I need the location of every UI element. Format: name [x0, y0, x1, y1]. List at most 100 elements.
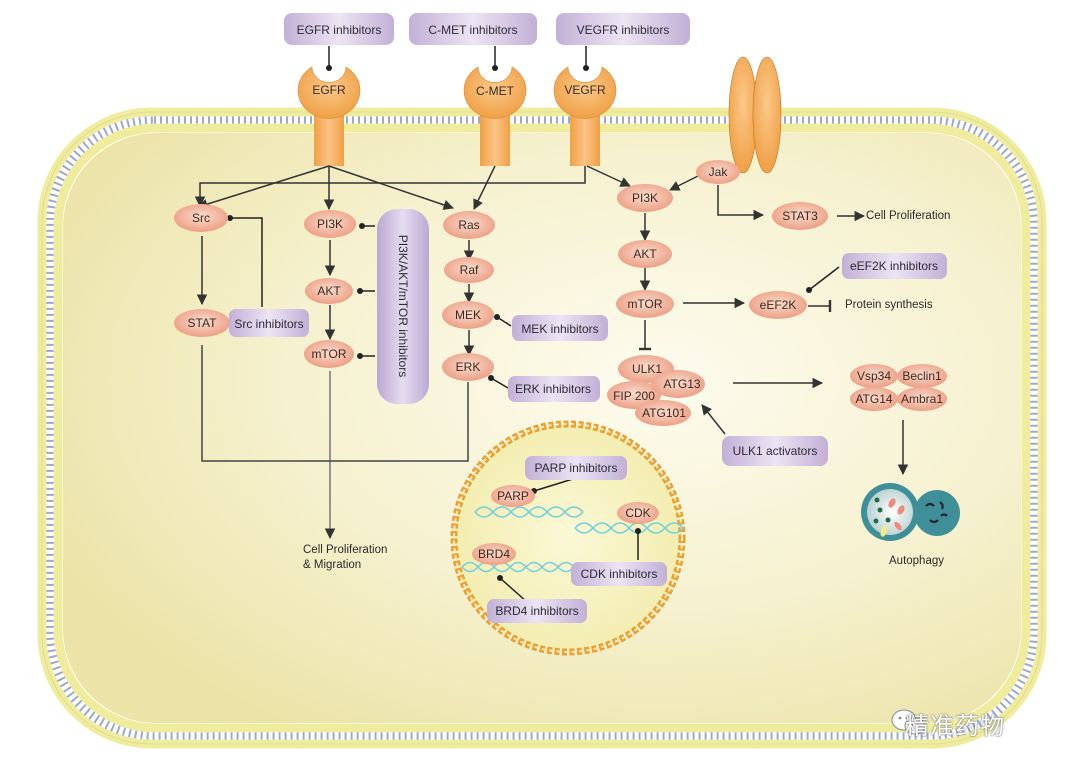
node-akt-right[interactable]: AKT: [618, 240, 672, 268]
eef2k-inhibitors-label: eEF2K inhibitors: [850, 259, 938, 273]
node-akt-left[interactable]: AKT: [305, 278, 353, 304]
ras-label: Ras: [458, 218, 479, 232]
fip200-label: FIP 200: [613, 389, 655, 403]
watermark-text: 精准药物: [905, 712, 1005, 740]
node-beclin1: [897, 364, 947, 388]
eef2k-label: eEF2K: [760, 298, 797, 312]
erk-label: ERK: [456, 360, 481, 374]
autophagosome-icon: [861, 483, 960, 541]
node-mek[interactable]: MEK: [442, 301, 494, 329]
src-inhibitors-label: Src inhibitors: [234, 317, 303, 331]
cmet-inhibitors-label: C-MET inhibitors: [428, 23, 517, 37]
erk-inhibitors-label: ERK inhibitors: [515, 382, 591, 396]
ambra1-label: Ambra1: [901, 392, 943, 406]
pam-inhibitors-box[interactable]: PI3K/AKT/mTOR inhibitors: [377, 209, 429, 404]
stat-label: STAT: [188, 316, 218, 330]
outcome-autophagy: Autophagy: [889, 555, 944, 567]
node-brd4[interactable]: BRD4: [472, 543, 516, 565]
egfr-label: EGFR: [312, 83, 346, 97]
atg13-label: ATG13: [663, 377, 700, 391]
node-ambra1: [897, 387, 947, 411]
src-inhibitors-box[interactable]: Src inhibitors: [229, 309, 309, 337]
outcome-cell-proliferation-migration-2: & Migration: [303, 559, 361, 571]
src-label: Src: [192, 211, 210, 225]
raf-label: Raf: [460, 263, 479, 277]
akt-right-label: AKT: [633, 247, 657, 261]
ulk1-complex[interactable]: ULK1 FIP 200 ATG13 ATG101: [607, 355, 705, 426]
outcome-cell-proliferation-migration-1: Cell Proliferation: [303, 544, 387, 556]
vegfr-label: VEGFR: [564, 83, 606, 97]
dna-strand-3: [461, 561, 575, 573]
node-eef2k[interactable]: eEF2K: [749, 291, 807, 319]
inhibition-lines: [227, 215, 840, 389]
nucleus-arrows: [497, 477, 641, 603]
outcome-cell-proliferation: Cell Proliferation: [866, 210, 950, 222]
jak-label: Jak: [709, 165, 729, 179]
node-stat[interactable]: STAT: [174, 309, 230, 337]
node-fip200: [607, 381, 661, 409]
parp-inhibitors-box[interactable]: PARP inhibitors: [525, 456, 627, 480]
node-src[interactable]: Src: [174, 204, 228, 232]
cmet-inhibitors-box[interactable]: C-MET inhibitors: [409, 13, 537, 71]
vps34-complex[interactable]: Vsp34 Beclin1 ATG14 Ambra1: [850, 364, 947, 411]
egfr-inhibitors-label: EGFR inhibitors: [297, 23, 382, 37]
node-mtor-right[interactable]: mTOR: [616, 290, 674, 318]
pam-inhibitors-label: PI3K/AKT/mTOR inhibitors: [396, 235, 410, 378]
node-mtor-left[interactable]: mTOR: [304, 340, 354, 368]
stat3-label: STAT3: [782, 209, 818, 223]
outcome-protein-synthesis: Protein synthesis: [845, 299, 933, 311]
node-cdk[interactable]: CDK: [617, 502, 659, 524]
node-atg14: [850, 387, 898, 411]
mtor-right-label: mTOR: [627, 297, 662, 311]
node-pi3k-left[interactable]: PI3K: [304, 210, 356, 238]
ulk1-label: ULK1: [632, 362, 662, 376]
pathway-arrows: [194, 165, 909, 540]
dna-strand-1: [474, 506, 584, 518]
mek-inhibitors-box[interactable]: MEK inhibitors: [512, 315, 608, 341]
atg14-label: ATG14: [855, 392, 892, 406]
node-atg101: [635, 400, 691, 426]
receptor-vegfr[interactable]: VEGFR: [553, 66, 617, 166]
nucleus: [450, 420, 686, 656]
egfr-inhibitors-box[interactable]: EGFR inhibitors: [284, 13, 394, 71]
node-vsp34: [850, 364, 898, 388]
node-ras[interactable]: Ras: [443, 211, 495, 239]
brd4-label: BRD4: [478, 547, 510, 561]
pi3k-left-label: PI3K: [317, 217, 343, 231]
cdk-inhibitors-label: CDK inhibitors: [581, 567, 658, 581]
cmet-label: C-MET: [476, 84, 515, 98]
cdk-inhibitors-box[interactable]: CDK inhibitors: [571, 562, 667, 586]
atg101-label: ATG101: [642, 406, 686, 420]
cytokine-receptor: [728, 56, 782, 174]
brd4-inhibitors-box[interactable]: BRD4 inhibitors: [487, 599, 587, 623]
pi3k-right-label: PI3K: [632, 191, 658, 205]
vsp34-label: Vsp34: [857, 369, 891, 383]
cdk-label: CDK: [625, 506, 650, 520]
parp-inhibitors-label: PARP inhibitors: [535, 461, 618, 475]
vegfr-inhibitors-box[interactable]: VEGFR inhibitors: [556, 13, 690, 71]
dna-strand-2: [574, 522, 684, 534]
parp-label: PARP: [497, 489, 529, 503]
node-stat3[interactable]: STAT3: [772, 202, 828, 230]
node-pi3k-right[interactable]: PI3K: [617, 184, 673, 212]
ulk1-activators-box[interactable]: ULK1 activators: [722, 436, 828, 466]
eef2k-inhibitors-box[interactable]: eEF2K inhibitors: [842, 253, 947, 279]
node-parp[interactable]: PARP: [491, 485, 535, 507]
beclin1-label: Beclin1: [902, 369, 942, 383]
mek-label: MEK: [455, 308, 481, 322]
node-jak[interactable]: Jak: [696, 160, 740, 184]
wechat-logo-icon: [891, 709, 926, 735]
ulk1-activators-label: ULK1 activators: [733, 444, 818, 458]
akt-left-label: AKT: [317, 284, 341, 298]
receptor-egfr[interactable]: EGFR: [297, 66, 361, 166]
mek-inhibitors-label: MEK inhibitors: [521, 322, 598, 336]
vegfr-inhibitors-label: VEGFR inhibitors: [577, 23, 670, 37]
mtor-left-label: mTOR: [311, 347, 346, 361]
receptor-cmet[interactable]: C-MET: [463, 66, 527, 166]
node-erk[interactable]: ERK: [442, 353, 494, 381]
node-raf[interactable]: Raf: [444, 257, 494, 283]
node-atg13: [651, 370, 705, 398]
erk-inhibitors-box[interactable]: ERK inhibitors: [508, 376, 600, 402]
